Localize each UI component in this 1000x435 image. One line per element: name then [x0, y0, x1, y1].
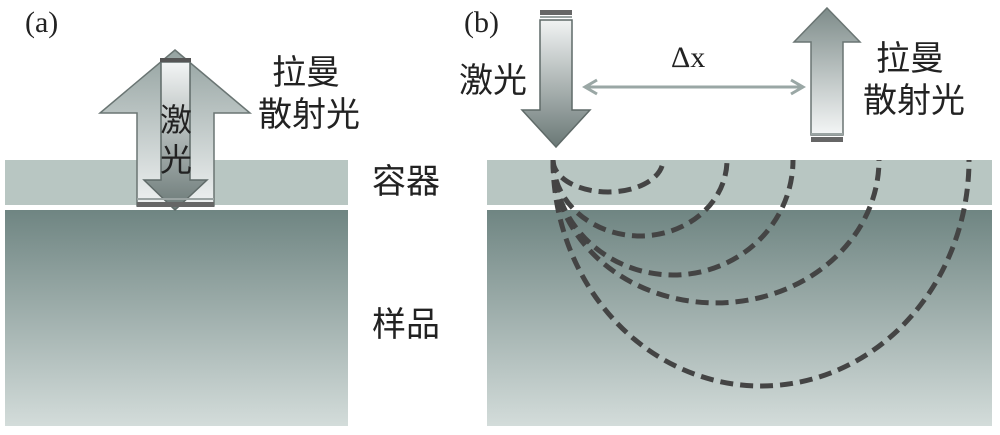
- laser-label-a-char1: 激: [160, 101, 193, 139]
- photon-path-3: [550, 160, 796, 278]
- raman-scatter-arrow-b: [792, 6, 862, 136]
- panel-a: [5, 49, 348, 426]
- collector-top-a: [160, 58, 191, 62]
- photon-path-4: [550, 160, 882, 306]
- offset-double-arrow: [582, 78, 806, 96]
- raman-label-a-line2: 散射光: [258, 95, 360, 135]
- sample-label: 样品: [372, 305, 440, 345]
- collector-base-stripe-a: [137, 198, 214, 200]
- photon-path-2: [550, 160, 730, 239]
- raman-collector-b: [811, 137, 843, 142]
- laser-source-b: [540, 10, 572, 15]
- raman-label-b-line2: 散射光: [863, 81, 965, 121]
- photon-paths: [550, 160, 972, 389]
- photon-path-1: [550, 160, 666, 195]
- laser-arrow-a: [142, 61, 209, 212]
- collector-base-a: [137, 202, 214, 207]
- panel-b-label: (b): [464, 6, 499, 39]
- laser-arrow-b: [520, 19, 592, 149]
- panel-b: [487, 6, 992, 426]
- panel-a-label: (a): [25, 6, 59, 39]
- laser-label-a-char2: 光: [160, 141, 193, 179]
- photon-path-5: [550, 160, 972, 389]
- laser-label-b: 激光: [459, 61, 527, 101]
- container-layer-b: [487, 160, 992, 205]
- sample-layer-b: [487, 210, 992, 426]
- raman-collector-stripe-b: [811, 133, 843, 135]
- container-label: 容器: [372, 162, 440, 202]
- offset-label: Δx: [671, 41, 706, 74]
- raman-label-a-line1: 拉曼: [272, 53, 340, 93]
- sample-layer-a: [5, 210, 348, 426]
- laser-source-stripe-b: [540, 16, 572, 18]
- raman-label-b-line1: 拉曼: [876, 39, 944, 79]
